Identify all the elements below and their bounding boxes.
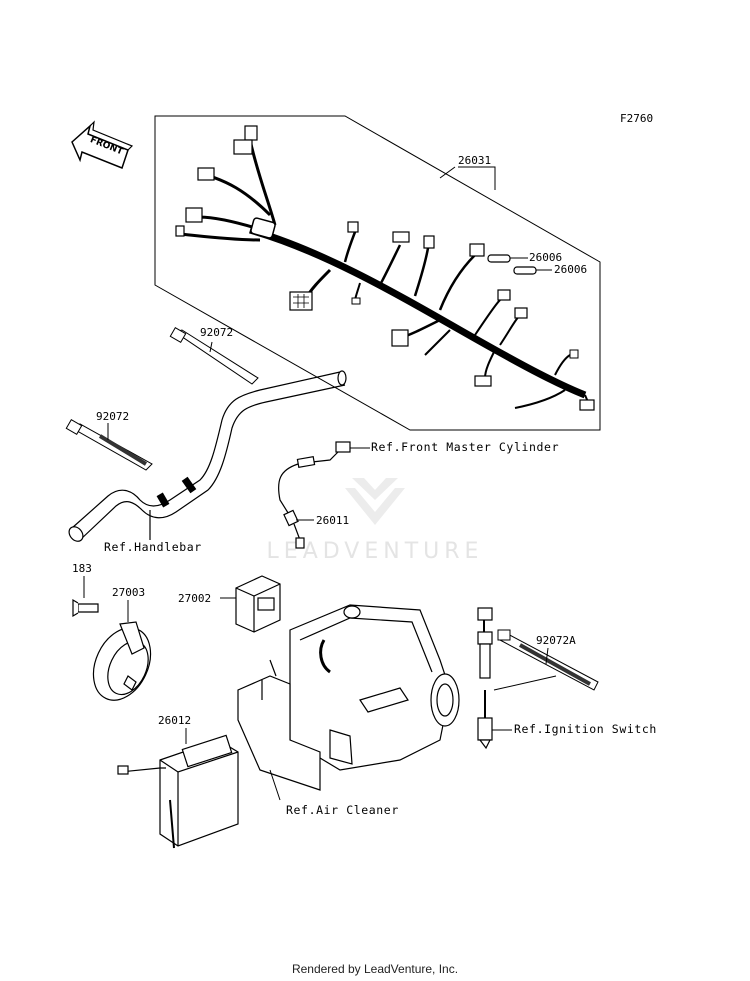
part-label-band-right: 92072A — [536, 634, 576, 647]
air-cleaner — [237, 604, 460, 801]
figure-code: F2760 — [620, 112, 653, 125]
watermark: LEADVENTURE — [267, 478, 478, 564]
lead-wire — [277, 441, 370, 549]
part-label-relay: 27002 — [178, 592, 211, 605]
part-label-band-left: 92072 — [96, 410, 129, 423]
band-right — [493, 629, 599, 691]
part-label-fuse-a: 26006 — [529, 251, 562, 264]
battery — [117, 728, 239, 849]
ref-handlebar: Ref.Handlebar — [104, 540, 202, 554]
ref-air-cleaner: Ref.Air Cleaner — [286, 803, 399, 817]
main-harness — [175, 125, 595, 411]
relay — [220, 575, 281, 633]
band-left — [65, 418, 153, 471]
part-label-harness: 26031 — [458, 154, 491, 167]
harness-outline — [154, 115, 601, 431]
handlebar — [68, 370, 347, 542]
horn-assembly — [72, 576, 152, 701]
part-label-lead-wire: 26011 — [316, 514, 349, 527]
ref-ignition-switch: Ref.Ignition Switch — [514, 722, 657, 736]
part-label-band-top: 92072 — [200, 326, 233, 339]
front-arrow-icon: FRONT — [71, 120, 134, 169]
footer-credit: Rendered by LeadVenture, Inc. — [291, 962, 459, 976]
part-label-horn: 27003 — [112, 586, 145, 599]
band-top — [169, 326, 259, 385]
part-label-bolt: 183 — [72, 562, 92, 575]
part-label-battery: 26012 — [158, 714, 191, 727]
ignition-switch — [477, 607, 512, 750]
part-label-fuse-b: 26006 — [554, 263, 587, 276]
harness-leaders — [439, 166, 552, 271]
ref-front-master-cylinder: Ref.Front Master Cylinder — [371, 440, 559, 454]
